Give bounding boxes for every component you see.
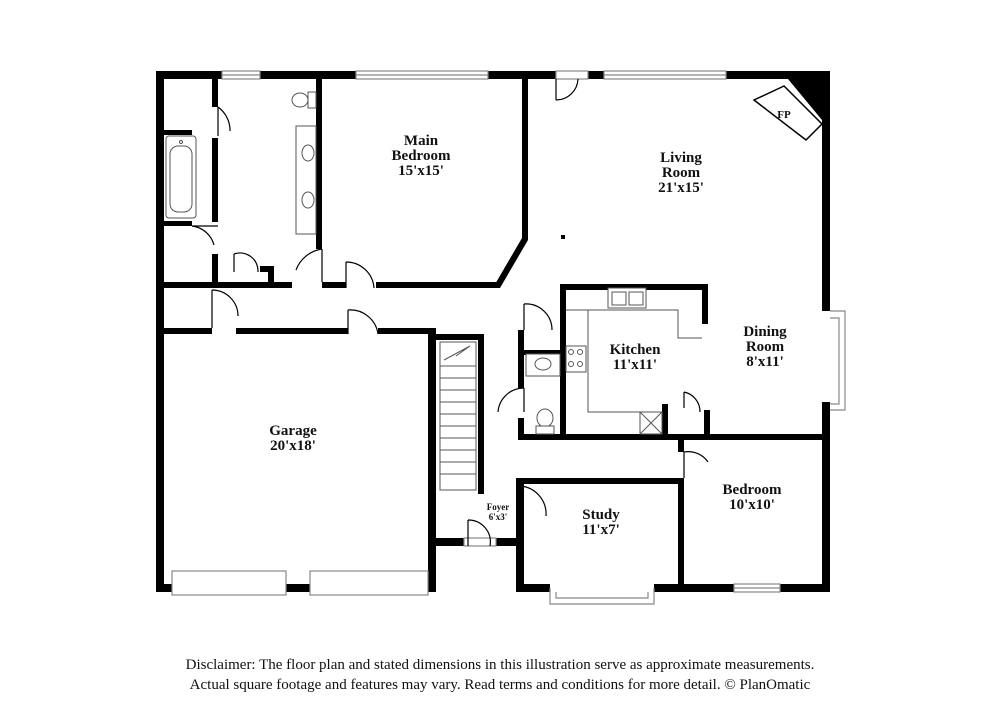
fixtures — [165, 91, 702, 435]
garage-label: Garage — [269, 423, 317, 439]
kitchen-size: 11'x11' — [613, 357, 657, 373]
doors — [191, 78, 709, 547]
disclaimer: Disclaimer: The floor plan and stated di… — [0, 655, 1000, 695]
garage-size: 20'x18' — [270, 438, 316, 454]
bedroom-label: Bedroom — [723, 482, 782, 498]
main-bedroom-label-line2: Bedroom — [392, 148, 451, 164]
disclaimer-line1: Disclaimer: The floor plan and stated di… — [185, 657, 815, 673]
interior-walls — [164, 79, 828, 588]
fireplace-box — [752, 85, 824, 141]
fireplace-label: FP — [777, 109, 791, 121]
main-bedroom-label-line1: Main — [404, 133, 439, 149]
living-room-size: 21'x15' — [658, 180, 704, 196]
outer-walls — [156, 71, 830, 592]
fireplace-corner — [788, 79, 822, 120]
study-label: Study — [582, 507, 620, 523]
dining-room-size: 8'x11' — [746, 354, 784, 370]
study-size: 11'x7' — [582, 522, 620, 538]
main-bedroom-size: 15'x15' — [398, 163, 444, 179]
room-labels: Main Bedroom 15'x15' Living Room 21'x15'… — [269, 133, 787, 538]
floor-marker — [561, 235, 565, 239]
windows — [171, 70, 846, 605]
floor-plan: FP — [156, 70, 846, 605]
dining-room-label-line2: Room — [746, 339, 785, 355]
dining-room-label-line1: Dining — [743, 324, 787, 340]
bedroom-size: 10'x10' — [729, 497, 775, 513]
stairs — [439, 341, 477, 491]
kitchen-label: Kitchen — [610, 342, 661, 358]
living-room-label-line2: Room — [662, 165, 701, 181]
disclaimer-line2: Actual square footage and features may v… — [189, 677, 811, 693]
foyer-size: 6'x3' — [489, 512, 508, 522]
living-room-label-line1: Living — [660, 150, 702, 166]
foyer-label: Foyer — [487, 502, 510, 512]
